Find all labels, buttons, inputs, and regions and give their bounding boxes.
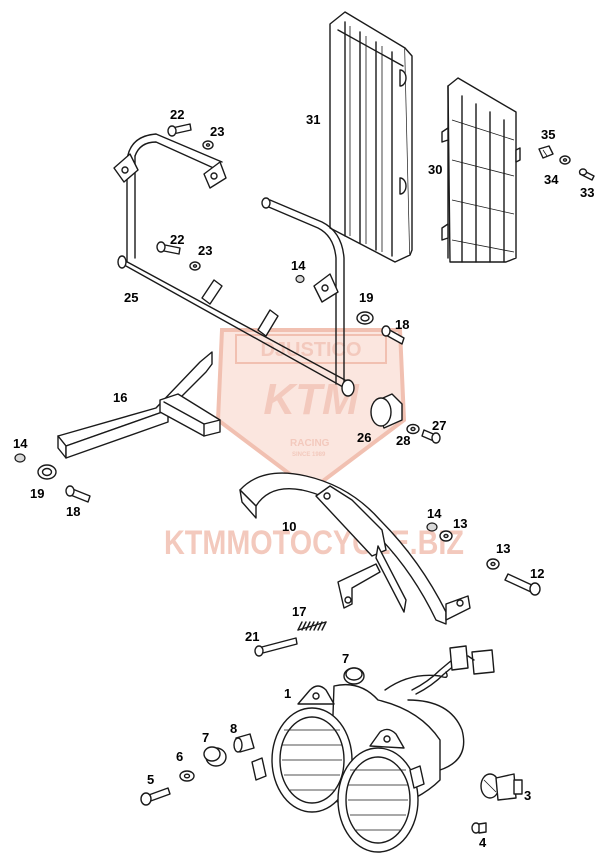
frame-tube-25	[113, 133, 355, 397]
label-7-upper: 7	[342, 651, 349, 666]
screw-33	[578, 168, 595, 181]
label-19-upper: 19	[359, 290, 373, 305]
screw-21	[254, 637, 298, 657]
label-23-lower: 23	[198, 243, 212, 258]
washer-28	[406, 423, 420, 435]
washer-13-upper	[439, 530, 453, 542]
grommet-7-upper	[343, 667, 365, 685]
label-8: 8	[230, 721, 237, 736]
washer-34	[559, 155, 571, 165]
watermark-site: KTMMOTOCYCLE.BIZ	[164, 524, 464, 562]
washer-23-lower	[189, 261, 201, 271]
label-10: 10	[282, 519, 296, 534]
label-30: 30	[428, 162, 442, 177]
bulb-4	[471, 822, 487, 834]
washer-19-upper	[356, 311, 374, 325]
label-5: 5	[147, 772, 154, 787]
label-25: 25	[124, 290, 138, 305]
label-6: 6	[176, 749, 183, 764]
screw-12	[504, 573, 541, 596]
label-27: 27	[432, 418, 446, 433]
washer-6	[179, 770, 195, 782]
label-14-right: 14	[427, 506, 442, 521]
label-31: 31	[306, 112, 320, 127]
label-34: 34	[544, 172, 559, 187]
label-19-left: 19	[30, 486, 44, 501]
wiring-connector	[411, 645, 495, 695]
label-14-left: 14	[13, 436, 28, 451]
label-22-lower: 22	[170, 232, 184, 247]
label-33: 33	[580, 185, 594, 200]
part-labels: 31 30 35 34 33 22 23 22 23 14 25 19 18 1…	[13, 107, 594, 850]
radiator-guard-30	[441, 77, 521, 263]
label-13-lower: 13	[496, 541, 510, 556]
label-23-upper: 23	[210, 124, 224, 139]
label-21: 21	[245, 629, 259, 644]
washer-19-left	[37, 464, 57, 480]
screw-5	[140, 787, 171, 806]
nut-14-upper	[295, 274, 305, 284]
grommet-7-lower	[203, 746, 227, 767]
label-4: 4	[479, 835, 487, 850]
screw-22-upper	[167, 123, 192, 137]
bushing-8	[233, 733, 255, 753]
label-18-left: 18	[66, 504, 80, 519]
label-13-upper: 13	[453, 516, 467, 531]
washer-13-lower	[486, 558, 500, 570]
label-18-upper: 18	[395, 317, 409, 332]
screw-27	[421, 429, 441, 444]
nut-14-left	[14, 453, 26, 463]
watermark-sub1: RACING	[290, 438, 330, 449]
label-7-lower: 7	[202, 730, 209, 745]
label-16: 16	[113, 390, 127, 405]
label-28: 28	[396, 433, 410, 448]
radiator-guard-31	[329, 11, 413, 263]
watermark-sub2: SINCE 1989	[292, 452, 326, 458]
label-12: 12	[530, 566, 544, 581]
clip-nut-35	[538, 145, 554, 159]
label-26: 26	[357, 430, 371, 445]
label-17: 17	[292, 604, 306, 619]
screw-18-upper	[381, 325, 405, 345]
watermark-badge	[215, 328, 407, 493]
screw-18-left	[65, 485, 91, 503]
nut-14-right	[426, 522, 438, 532]
bulb-3	[480, 773, 523, 801]
label-22-upper: 22	[170, 107, 184, 122]
screw-22-lower	[156, 241, 181, 255]
headlight-1	[251, 671, 465, 853]
washer-23-upper	[202, 140, 214, 150]
label-35: 35	[541, 127, 555, 142]
watermark: DJUSTICO KTM RACING SINCE 1989 KTMMOTOCY…	[164, 328, 464, 562]
spring-17	[297, 621, 327, 631]
bracket-16	[57, 351, 221, 459]
headlight-bracket-10	[239, 472, 471, 625]
label-3: 3	[524, 788, 531, 803]
label-1: 1	[284, 686, 291, 701]
label-14-upper: 14	[291, 258, 306, 273]
rubber-buffer-26	[370, 393, 403, 429]
